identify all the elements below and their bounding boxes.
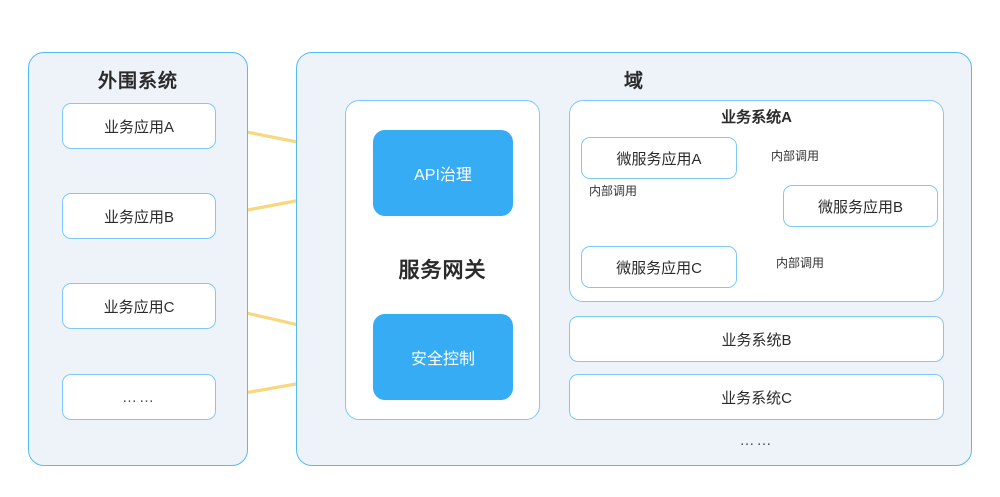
security-control-block[interactable]: 安全控制 [373, 314, 513, 400]
service-gateway-caption: 服务网关 [398, 259, 487, 282]
business-system-a-title: 业务系统A [721, 109, 792, 126]
internal-call-label-a-b: 内部调用 [771, 149, 820, 163]
business-app-a-box[interactable]: 业务应用A [62, 103, 216, 149]
business-system-c-box[interactable]: 业务系统C [569, 374, 944, 420]
api-governance-block[interactable]: API治理 [373, 130, 513, 216]
business-app-more-box[interactable]: …… [62, 374, 216, 420]
internal-call-label-c-b: 内部调用 [776, 256, 825, 270]
microservice-app-b-box[interactable]: 微服务应用B [783, 185, 938, 227]
business-system-b-box[interactable]: 业务系统B [569, 316, 944, 362]
peripheral-systems-title: 外围系统 [97, 71, 178, 92]
business-systems-ellipsis: …… [739, 432, 774, 449]
microservice-app-a-box[interactable]: 微服务应用A [581, 137, 737, 179]
business-app-b-box[interactable]: 业务应用B [62, 193, 216, 239]
domain-title: 域 [623, 71, 644, 92]
internal-call-label-a-c: 内部调用 [589, 184, 638, 198]
microservice-app-c-box[interactable]: 微服务应用C [581, 246, 737, 288]
business-app-c-box[interactable]: 业务应用C [62, 283, 216, 329]
